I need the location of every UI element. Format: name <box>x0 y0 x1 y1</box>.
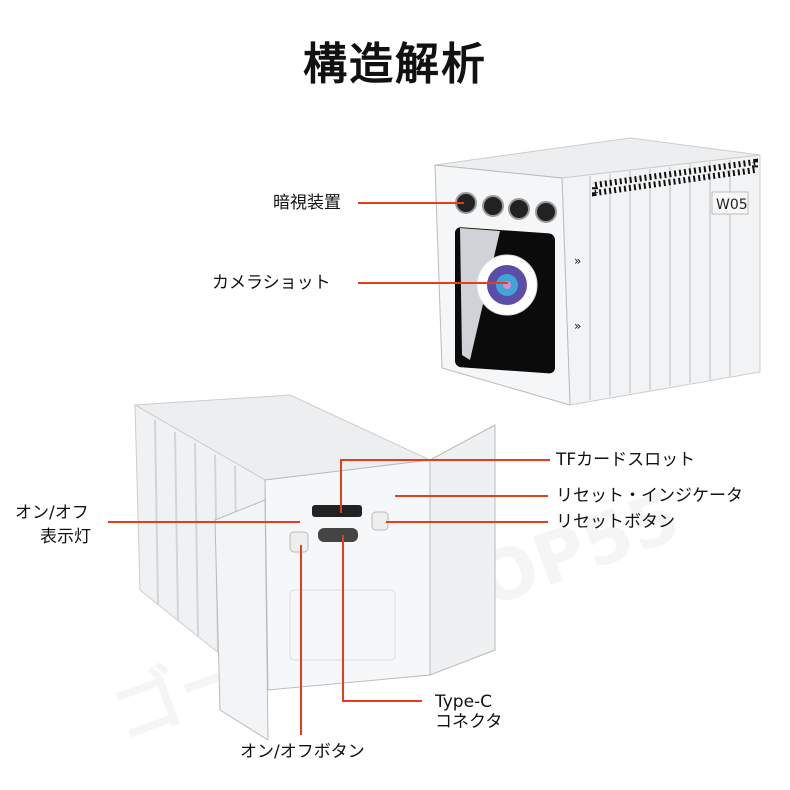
callout-line-typec-h <box>342 700 422 702</box>
callout-line-camera <box>358 282 508 284</box>
model-label: W05 <box>716 197 748 213</box>
callout-line-power-indicator <box>108 521 300 523</box>
label-power-indicator-1: オン/オフ <box>15 503 89 523</box>
front-container: W05 » » <box>434 137 761 406</box>
callout-line-tf-slot-v <box>340 459 342 513</box>
svg-text:»: » <box>574 319 581 333</box>
label-power-button: オン/オフボタン <box>240 742 365 762</box>
label-tf-slot: TFカードスロット <box>556 450 696 470</box>
callout-line-reset-button <box>386 521 548 523</box>
callout-line-power-button <box>300 545 302 735</box>
label-night-vision: 暗視装置 <box>273 193 341 213</box>
callout-line-typec-v <box>342 535 344 702</box>
back-container <box>133 394 496 741</box>
label-reset-button: リセットボタン <box>556 512 675 532</box>
svg-text:»: » <box>574 254 581 268</box>
label-typec-2: コネクタ <box>435 712 503 732</box>
callout-line-night-vision <box>358 202 464 204</box>
callout-line-reset-indicator <box>395 495 548 497</box>
page-title: 構造解析 <box>303 39 487 90</box>
label-typec-1: Type-C <box>435 692 493 712</box>
label-camera: カメラショット <box>212 273 331 293</box>
callout-line-tf-slot <box>340 459 550 461</box>
label-reset-indicator: リセット・インジケータ <box>556 486 743 506</box>
label-power-indicator-2: 表示灯 <box>40 527 91 547</box>
